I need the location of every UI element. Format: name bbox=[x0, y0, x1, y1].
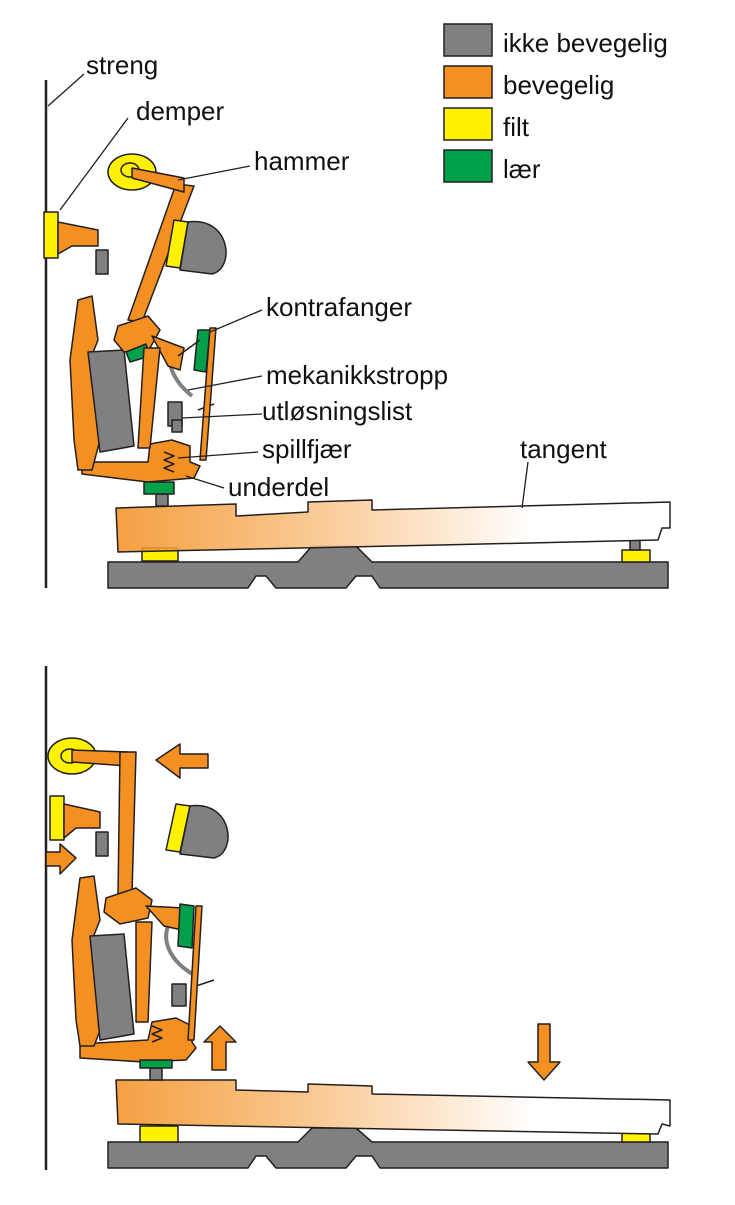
damper-felt-pressed bbox=[49, 795, 65, 841]
hammer-rest-rail-pressed bbox=[179, 804, 229, 859]
legend-label-fixed: ikke bevegelig bbox=[503, 28, 668, 58]
leader-spring bbox=[177, 451, 259, 459]
hammer-butt-pressed bbox=[103, 887, 153, 925]
damper-rail-stop-pressed bbox=[95, 831, 109, 857]
label-key: tangent bbox=[520, 434, 608, 464]
rear-felt-pad-pressed bbox=[139, 1125, 179, 1143]
legend-label-felt: filt bbox=[503, 112, 530, 142]
label-string: streng bbox=[86, 50, 158, 80]
leader-damper bbox=[59, 117, 129, 211]
keybed-rail bbox=[107, 545, 669, 589]
label-hammer: hammer bbox=[254, 146, 350, 176]
legend-swatch-felt bbox=[443, 107, 493, 141]
wippen-body-pressed bbox=[79, 1017, 197, 1063]
regulating-screw-pressed bbox=[195, 979, 215, 987]
arrow-icon-key-down bbox=[527, 1023, 561, 1081]
labels: streng demper hammer kontrafanger mekani… bbox=[86, 50, 608, 502]
label-bridle-strap: mekanikkstropp bbox=[266, 360, 448, 390]
leader-bridle bbox=[187, 375, 263, 391]
label-regulating-rail: utløsningslist bbox=[262, 396, 413, 426]
damper-lever bbox=[69, 295, 101, 471]
damper-rail-stop bbox=[95, 249, 109, 275]
legend-item-felt: filt bbox=[443, 107, 530, 142]
jack-pressed bbox=[135, 921, 153, 1023]
damper-head-pressed bbox=[63, 803, 101, 839]
legend-swatch-leather bbox=[443, 149, 493, 183]
arrow-icon-hammer-left bbox=[155, 743, 209, 779]
leader-wippen bbox=[185, 475, 225, 489]
action-at-rest bbox=[43, 73, 671, 589]
leader-regulating bbox=[181, 413, 263, 419]
leader-key bbox=[521, 461, 529, 509]
flange-rail-pressed bbox=[89, 933, 135, 1041]
front-felt-pad bbox=[621, 549, 651, 563]
wippen-body bbox=[81, 439, 201, 483]
backcheck-wire bbox=[199, 327, 217, 461]
regulating-block bbox=[171, 419, 183, 433]
jack-spring-coil-pressed bbox=[151, 1025, 163, 1043]
action-key-pressed bbox=[44, 666, 671, 1170]
backcheck-leather-pressed bbox=[177, 903, 195, 949]
leader-hammer bbox=[177, 165, 251, 181]
key-body bbox=[115, 499, 671, 553]
label-damper: demper bbox=[136, 96, 224, 126]
legend-item-leather: lær bbox=[443, 149, 541, 184]
legend-swatch-fixed bbox=[443, 23, 493, 57]
legend-swatch-moving bbox=[443, 65, 493, 99]
hammer-shank-pressed bbox=[117, 751, 137, 895]
legend: ikke bevegelig bevegelig filt lær bbox=[443, 23, 668, 184]
backcheck-wire-pressed bbox=[187, 905, 203, 1041]
wippen-leather-pressed bbox=[139, 1059, 173, 1069]
capstan bbox=[155, 493, 169, 507]
leader-backcheck bbox=[209, 309, 263, 333]
jack bbox=[137, 347, 161, 449]
legend-item-fixed: ikke bevegelig bbox=[443, 23, 668, 58]
balance-hammer bbox=[151, 335, 185, 371]
leader-lines bbox=[47, 73, 529, 509]
label-jack-spring: spillfjær bbox=[262, 434, 352, 464]
key-body-pressed bbox=[115, 1079, 671, 1135]
leader-string bbox=[47, 73, 85, 107]
arrow-icon-wippen-up bbox=[203, 1025, 237, 1071]
damper-felt bbox=[43, 211, 59, 259]
hammer-molding bbox=[131, 167, 185, 193]
hammer-rest-rail bbox=[179, 220, 227, 275]
keybed-rail-pressed bbox=[107, 1127, 669, 1169]
label-wippen: underdel bbox=[228, 472, 329, 502]
catcher-link bbox=[177, 339, 201, 357]
regulating-button-pressed bbox=[171, 983, 187, 1007]
jack-spring-coil bbox=[163, 451, 175, 473]
flange-rail bbox=[87, 349, 135, 453]
legend-label-leather: lær bbox=[503, 154, 541, 184]
label-backcheck: kontrafanger bbox=[266, 292, 412, 322]
arrow-icon-damper-right bbox=[45, 843, 77, 875]
wippen-leather bbox=[143, 481, 175, 495]
hammer-butt bbox=[113, 315, 161, 353]
capstan-pressed bbox=[149, 1067, 163, 1081]
legend-item-moving: bevegelig bbox=[443, 65, 614, 100]
legend-label-moving: bevegelig bbox=[503, 70, 614, 100]
damper-head bbox=[57, 221, 99, 255]
